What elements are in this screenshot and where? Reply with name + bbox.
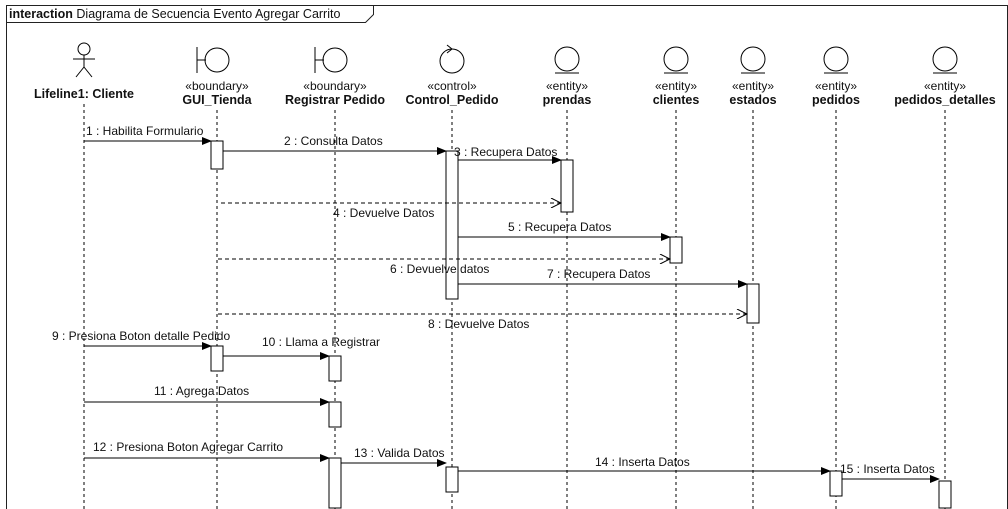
activation-bars <box>210 140 952 509</box>
lifeline-name: GUI_Tienda <box>182 93 252 107</box>
lifeline-registrar-pedido[interactable]: «boundary» Registrar Pedido <box>285 47 385 509</box>
message-1-label: 1 : Habilita Formulario <box>86 124 204 138</box>
activation-gui-2 <box>210 345 224 372</box>
lifeline-name: pedidos_detalles <box>894 93 995 107</box>
frame-keyword: interaction <box>9 7 73 21</box>
boundary-icon <box>196 47 230 73</box>
entity-icon <box>740 46 766 74</box>
activation-detalles-1 <box>938 480 952 509</box>
activation-clientes-1 <box>669 236 683 264</box>
lifeline-stereotype: «entity» <box>546 79 588 93</box>
lifeline-stereotype: «entity» <box>815 79 857 93</box>
frame-title: interaction Diagrama de Secuencia Evento… <box>9 7 340 21</box>
message-2-label: 2 : Consulta Datos <box>284 134 383 148</box>
lifeline-stereotype: «entity» <box>655 79 697 93</box>
control-icon <box>439 44 465 74</box>
message-11-label: 11 : Agrega Datos <box>154 384 249 398</box>
lifeline-gui-tienda[interactable]: «boundary» GUI_Tienda <box>182 47 253 509</box>
lifeline-stereotype: «boundary» <box>185 79 249 93</box>
lifeline-estados[interactable]: «entity» estados <box>729 46 777 509</box>
actor-icon <box>73 42 95 78</box>
lifeline-name: prendas <box>543 93 592 107</box>
boundary-icon <box>314 47 348 73</box>
lifeline-name: Control_Pedido <box>405 93 498 107</box>
lifeline-name: clientes <box>653 93 700 107</box>
lifeline-name: pedidos <box>812 93 860 107</box>
entity-icon <box>663 46 689 74</box>
interaction-frame: interaction Diagrama de Secuencia Evento… <box>6 5 1008 509</box>
message-12-label: 12 : Presiona Boton Agregar Carrito <box>93 440 283 454</box>
lifeline-stereotype: «entity» <box>924 79 966 93</box>
lifeline-clientes[interactable]: «entity» clientes <box>653 46 700 509</box>
message-13-label: 13 : Valida Datos <box>354 446 445 460</box>
activation-registrar-1 <box>328 355 342 382</box>
lifeline-pedidos-detalles[interactable]: «entity» pedidos_detalles <box>894 46 996 509</box>
entity-icon <box>554 46 580 74</box>
activation-registrar-2 <box>328 401 342 428</box>
lifeline-stereotype: «boundary» <box>303 79 367 93</box>
message-9-label: 9 : Presiona Boton detalle Pedido <box>52 329 230 343</box>
lifeline-stereotype: «entity» <box>732 79 774 93</box>
entity-icon <box>823 46 849 74</box>
activation-estados-1 <box>746 283 760 324</box>
activation-gui-1 <box>210 140 224 170</box>
entity-icon <box>932 46 958 74</box>
frame-title-text: Diagrama de Secuencia Evento Agregar Car… <box>76 7 340 21</box>
message-8-label: 8 : Devuelve Datos <box>428 317 529 331</box>
activation-control-2 <box>445 466 459 493</box>
message-14-label: 14 : Inserta Datos <box>595 455 690 469</box>
message-7-label: 7 : Recupera Datos <box>547 267 650 281</box>
activation-registrar-3 <box>328 457 342 509</box>
activation-pedidos-1 <box>829 470 843 497</box>
lifeline-cliente[interactable]: Lifeline1: Cliente <box>34 42 134 509</box>
message-4-label: 4 : Devuelve Datos <box>333 206 434 220</box>
lifeline-name: Registrar Pedido <box>285 93 385 107</box>
message-10-label: 10 : Llama a Registrar <box>262 335 380 349</box>
message-labels: 1 : Habilita Formulario 2 : Consulta Dat… <box>52 124 935 476</box>
activation-prendas-1 <box>560 159 574 213</box>
activation-control-1 <box>445 150 459 300</box>
lifeline-name: estados <box>729 93 776 107</box>
lifeline-stereotype: «control» <box>427 79 477 93</box>
message-3-label: 3 : Recupera Datos <box>454 145 557 159</box>
lifeline-name: Lifeline1: Cliente <box>34 87 134 101</box>
lifeline-pedidos[interactable]: «entity» pedidos <box>812 46 860 509</box>
message-15-label: 15 : Inserta Datos <box>840 462 935 476</box>
message-5-label: 5 : Recupera Datos <box>508 220 611 234</box>
messages <box>84 137 940 483</box>
message-6-label: 6 : Devuelve datos <box>390 262 489 276</box>
